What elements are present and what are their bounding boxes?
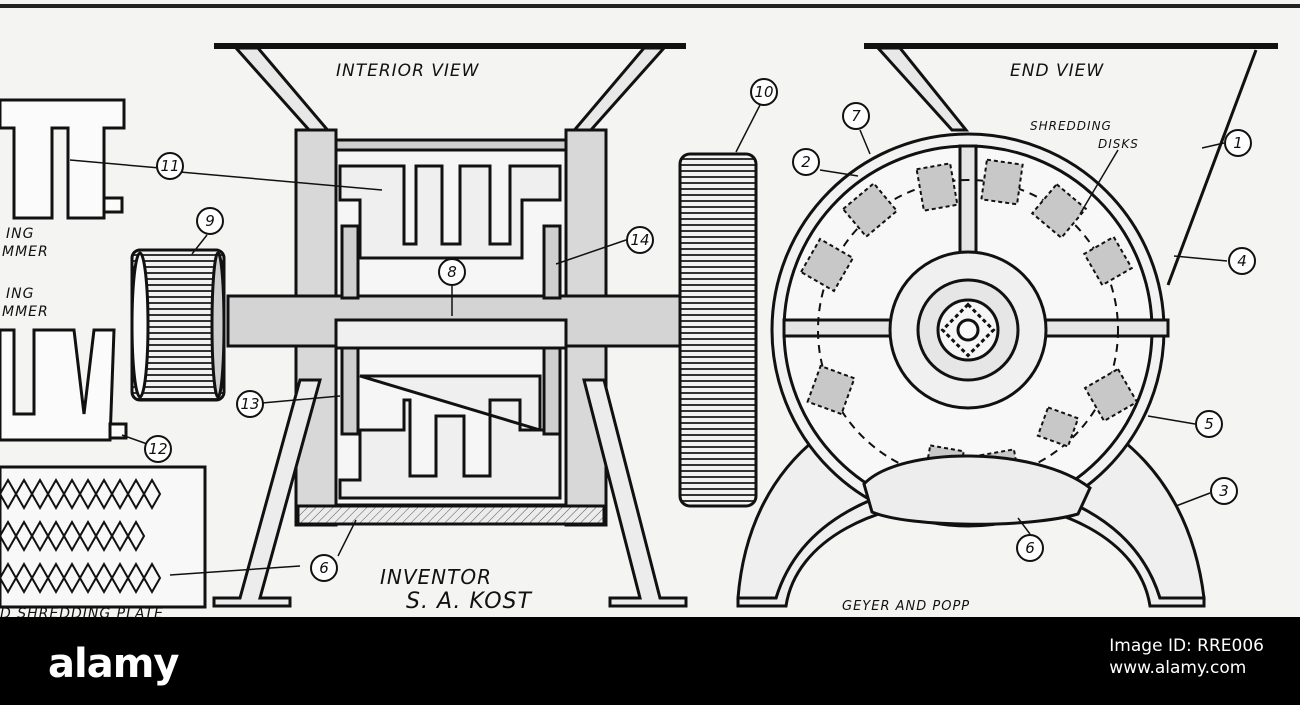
- shredding-plate-diamonds: [0, 477, 162, 595]
- shredding-disks-label-1: SHREDDING: [1030, 119, 1112, 133]
- callout-6-interior: 6: [310, 554, 338, 582]
- callout-11: 11: [156, 152, 184, 180]
- hub-right-upper: [542, 224, 562, 300]
- callout-9: 9: [196, 207, 224, 235]
- svg-text:2: 2: [801, 153, 811, 171]
- patent-drawing: ING MMER ING MMER D SHREDDING PLATE: [0, 0, 1300, 617]
- left-leg: [212, 378, 322, 608]
- svg-text:12: 12: [148, 440, 167, 458]
- hub-left-lower: [340, 346, 360, 436]
- pulley-9: [130, 248, 226, 402]
- hammer-bottom-label-1: ING: [6, 286, 34, 302]
- upper-rotor: [338, 164, 562, 260]
- maker-label: GEYER AND POPP: [842, 599, 970, 614]
- svg-text:8: 8: [447, 263, 457, 281]
- svg-text:3: 3: [1219, 482, 1229, 500]
- callout-10: 10: [750, 78, 778, 106]
- lower-rotor: [338, 374, 562, 500]
- callout-5: 5: [1195, 410, 1223, 438]
- left-hammer-parts: [0, 98, 128, 442]
- image-id-text: Image ID: RRE006: [1109, 636, 1264, 656]
- svg-text:6: 6: [319, 559, 329, 577]
- spoke-horizontal-left: [782, 318, 900, 338]
- lower-opening: [862, 454, 1092, 526]
- svg-text:7: 7: [851, 107, 861, 125]
- hammer-bottom-label-2: MMER: [2, 304, 49, 320]
- inventor-name: S. A. KOST: [406, 589, 533, 614]
- shredding-hammer-bottom: [0, 328, 116, 442]
- alamy-logo: alamy: [48, 641, 179, 687]
- svg-text:13: 13: [240, 395, 259, 413]
- hammer-top-label-2: MMER: [2, 244, 49, 260]
- watermark-bar: alamy Image ID: RRE006 www.alamy.com: [0, 617, 1300, 705]
- callout-4: 4: [1228, 247, 1256, 275]
- leader-lines: [69, 104, 1228, 576]
- svg-text:9: 9: [205, 212, 215, 230]
- callout-3: 3: [1210, 477, 1238, 505]
- flywheel-10: [678, 152, 758, 508]
- callout-2: 2: [792, 148, 820, 176]
- hub-right-lower: [542, 346, 562, 436]
- shredding-disks-label-2: DISKS: [1098, 137, 1139, 151]
- hammer-bottom-pin: [108, 422, 128, 440]
- hub-core: [956, 318, 980, 342]
- interior-view-title: INTERIOR VIEW: [336, 61, 480, 81]
- hammer-top-pin: [102, 196, 124, 214]
- end-hopper-right: [1166, 49, 1258, 286]
- end-hopper-left: [874, 46, 970, 132]
- svg-text:10: 10: [754, 83, 773, 101]
- svg-text:14: 14: [630, 231, 649, 249]
- callout-12: 12: [144, 435, 172, 463]
- callout-14: 14: [626, 226, 654, 254]
- shredding-circle: [817, 179, 1119, 481]
- svg-text:6: 6: [1025, 539, 1035, 557]
- callout-1: 1: [1224, 129, 1252, 157]
- hub-square: [940, 302, 996, 358]
- right-leg: [582, 378, 688, 608]
- callout-13: 13: [236, 390, 264, 418]
- shredding-bed: [296, 504, 606, 526]
- svg-text:11: 11: [160, 157, 179, 175]
- callout-8: 8: [438, 258, 466, 286]
- hub-left-upper: [340, 224, 360, 300]
- shredding-hammer-top: [0, 98, 126, 220]
- inventor-title: INVENTOR: [380, 565, 492, 589]
- image-id-block: Image ID: RRE006 www.alamy.com: [1109, 635, 1264, 679]
- interior-view: [212, 43, 688, 608]
- website-text: www.alamy.com: [1109, 658, 1247, 678]
- svg-text:5: 5: [1204, 415, 1214, 433]
- hammer-top-label-1: ING: [6, 226, 34, 242]
- callout-6-end-view: 6: [1016, 534, 1044, 562]
- end-view-title: END VIEW: [1010, 61, 1104, 81]
- svg-text:4: 4: [1237, 252, 1247, 270]
- callout-7: 7: [842, 102, 870, 130]
- shredding-plate-label: D SHREDDING PLATE: [0, 606, 164, 617]
- spoke-horizontal-right: [1036, 318, 1170, 338]
- shaft-collar: [334, 318, 568, 350]
- svg-text:1: 1: [1233, 134, 1243, 152]
